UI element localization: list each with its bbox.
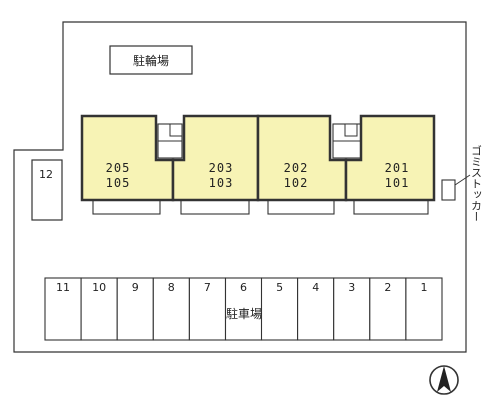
parking-space-12: 12 (31, 159, 63, 221)
bicycle-parking: 駐輪場 (109, 45, 193, 75)
parking-space-label: 9 (132, 281, 139, 294)
unit-lower: 103 (209, 176, 234, 190)
parking-space-label: 8 (168, 281, 175, 294)
parking-space-label: 6 (240, 281, 247, 294)
parking-space-label: 10 (92, 281, 106, 294)
parking-space-12-label: 12 (39, 168, 53, 181)
unit-lower: 102 (284, 176, 309, 190)
balcony (92, 199, 161, 215)
parking-space-label: 4 (312, 281, 319, 294)
parking-space-11: 11 (44, 277, 82, 341)
north-arrow-icon (429, 365, 459, 395)
parking-space-3: 3 (333, 277, 371, 341)
property-boundary (13, 21, 467, 353)
parking-space-label: 7 (204, 281, 211, 294)
parking-space-7: 7 (188, 277, 227, 341)
parking-label: 駐車場 (226, 306, 262, 321)
garbage-stocker: ゴミストッカー (441, 144, 483, 222)
parking-space-10: 10 (80, 277, 118, 341)
parking-space-4: 4 (297, 277, 335, 341)
parking-space-6: 6 (224, 277, 263, 341)
unit-upper: 203 (209, 161, 234, 175)
balcony (353, 199, 429, 215)
parking-space-9: 9 (116, 277, 154, 341)
parking-space-5: 5 (260, 277, 299, 341)
unit-upper: 201 (385, 161, 410, 175)
parking-space-label: 3 (348, 281, 355, 294)
building: 205 105 203 103 202 102 201 101 (80, 114, 436, 215)
parking-space-label: 11 (56, 281, 70, 294)
parking-space-2: 2 (369, 277, 407, 341)
balcony (180, 199, 250, 215)
unit-block-201-101 (344, 114, 436, 202)
unit-lower: 105 (106, 176, 131, 190)
unit-upper: 202 (284, 161, 309, 175)
parking-space-1: 1 (405, 277, 443, 341)
parking-space-label: 5 (276, 281, 283, 294)
unit-lower: 101 (385, 176, 410, 190)
garbage-stocker-label: ゴミストッカー (470, 144, 483, 222)
bicycle-parking-label: 駐輪場 (133, 53, 169, 68)
balcony (267, 199, 335, 215)
parking-space-label: 2 (384, 281, 391, 294)
unit-upper: 205 (106, 161, 131, 175)
parking-space-label: 1 (421, 281, 428, 294)
parking-row: 11 10 9 8 7 6 5 4 3 2 1 (44, 277, 443, 341)
parking-space-8: 8 (152, 277, 190, 341)
